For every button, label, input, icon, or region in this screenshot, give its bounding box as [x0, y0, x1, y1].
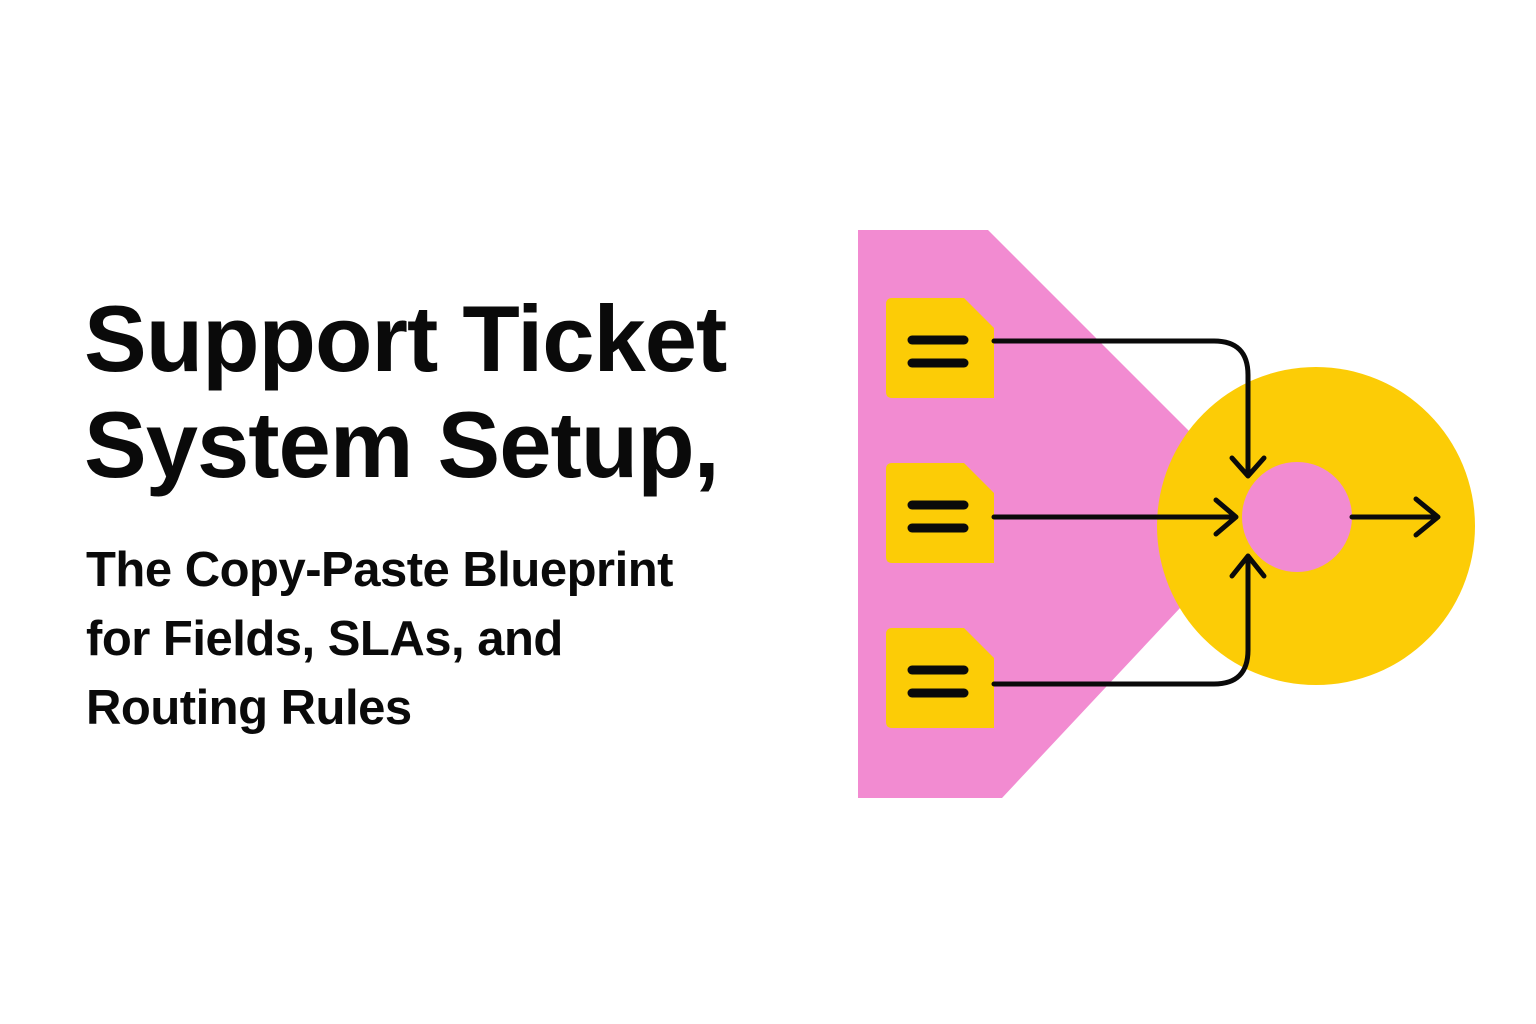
hub-core — [1242, 462, 1352, 572]
subheadline-line-2: for Fields, SLAs, and — [86, 612, 563, 666]
subheadline: The Copy-Paste Blueprint for Fields, SLA… — [86, 536, 806, 743]
arrow-icon — [991, 553, 1267, 687]
headline: Support Ticket System Setup, — [84, 286, 824, 498]
document-icon — [886, 298, 994, 398]
document-icon — [886, 463, 994, 563]
headline-line-2: System Setup, — [84, 392, 720, 497]
subheadline-line-1: The Copy-Paste Blueprint — [86, 543, 673, 597]
headline-line-1: Support Ticket — [84, 286, 727, 391]
document-icon — [886, 628, 994, 728]
arrow-icon — [991, 338, 1267, 479]
arrow-icon — [991, 497, 1239, 537]
subheadline-line-3: Routing Rules — [86, 681, 412, 735]
arrow-icon — [1349, 496, 1441, 538]
